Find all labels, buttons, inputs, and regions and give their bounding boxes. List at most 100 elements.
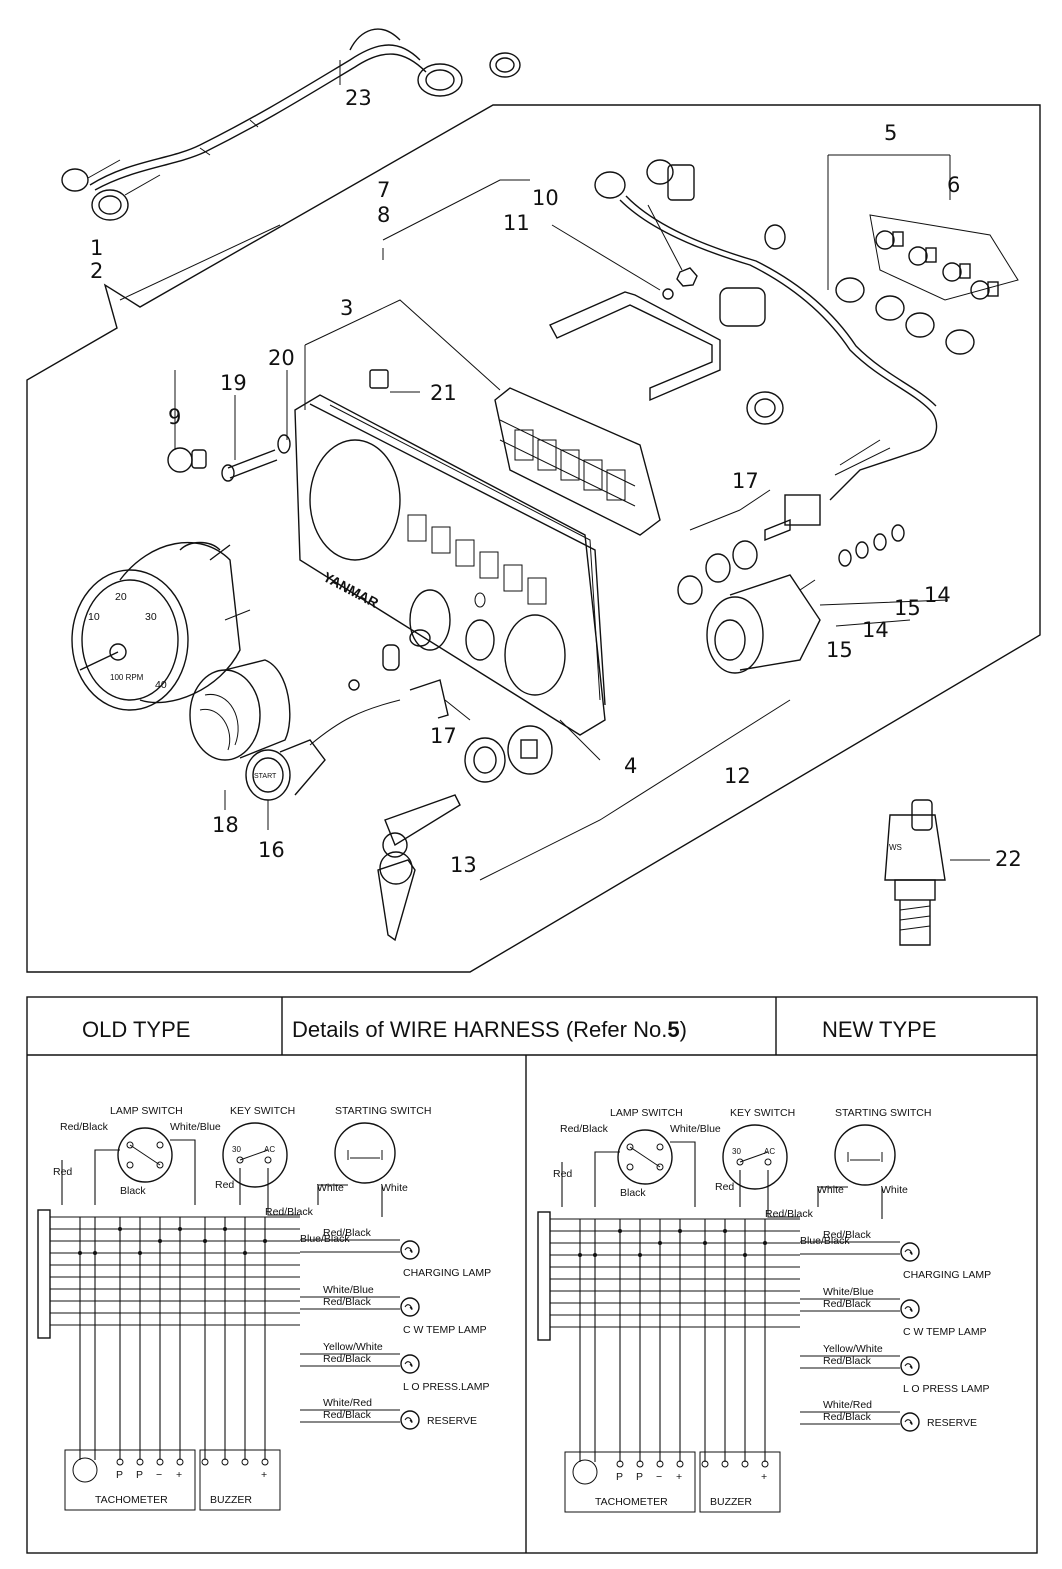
lamp-wire-label-b: Red/Black bbox=[823, 1355, 872, 1367]
lamp-filament bbox=[404, 1417, 413, 1423]
callout-21: 21 bbox=[430, 381, 457, 405]
buzzer-box bbox=[699, 1451, 781, 1513]
buzzer-terminal bbox=[201, 1458, 209, 1466]
lamp-switch-terminal bbox=[656, 1163, 664, 1171]
gauge-tick-40: 40 bbox=[155, 679, 167, 691]
buzzer-box bbox=[199, 1449, 281, 1511]
tachometer-terminal-label: − bbox=[656, 1471, 662, 1483]
junction-dot bbox=[638, 1253, 642, 1257]
temperature-sender-22: WS bbox=[884, 799, 946, 946]
callout-9: 9 bbox=[168, 405, 181, 429]
buzzer-label: BUZZER bbox=[210, 1494, 252, 1506]
callout-12: 12 bbox=[724, 764, 751, 788]
callout-18: 18 bbox=[212, 813, 239, 837]
lamp-name: L O PRESS.LAMP bbox=[403, 1381, 490, 1393]
junction-dot bbox=[223, 1227, 227, 1231]
lamp-wire-label-a: Yellow/White bbox=[323, 1341, 383, 1353]
keys-13 bbox=[377, 794, 461, 942]
junction-dot bbox=[658, 1241, 662, 1245]
callout-15-a: 15 bbox=[894, 596, 921, 620]
grommet-21 bbox=[369, 369, 389, 389]
switch-feed-wires bbox=[594, 1141, 883, 1219]
new-type-heading: NEW TYPE bbox=[822, 1017, 937, 1042]
washers-14-15 bbox=[838, 524, 905, 567]
junction-dot bbox=[723, 1229, 727, 1233]
wire-label-blue-black: Blue/Black bbox=[300, 1233, 350, 1245]
key-contact bbox=[739, 1151, 769, 1163]
indicator-lamp bbox=[400, 1410, 420, 1430]
details-heading: Details of WIRE HARNESS (Refer No.5) bbox=[292, 1017, 687, 1042]
indicator-lamp bbox=[900, 1242, 920, 1262]
junction-dot bbox=[703, 1241, 707, 1245]
key-switch-label: KEY SWITCH bbox=[230, 1105, 295, 1117]
wire-label-key-red: Red bbox=[215, 1179, 234, 1191]
callout-5: 5 bbox=[884, 121, 897, 145]
lamp-switch-terminal bbox=[156, 1141, 164, 1149]
indicator-lamp bbox=[400, 1297, 420, 1317]
callout-6: 6 bbox=[947, 173, 960, 197]
wire-label-key-red-black: Red/Black bbox=[265, 1206, 314, 1218]
key-label-ac: AC bbox=[764, 1147, 775, 1156]
buzzer-terminal bbox=[261, 1458, 269, 1466]
junction-dot bbox=[678, 1229, 682, 1233]
junction-dot bbox=[578, 1253, 582, 1257]
callout-15-b: 15 bbox=[826, 638, 853, 662]
key-label: START bbox=[254, 773, 277, 780]
screw-19 bbox=[221, 434, 291, 482]
buzzer-terminal bbox=[721, 1460, 729, 1468]
callout-13: 13 bbox=[450, 853, 477, 877]
lamp-wires bbox=[800, 1411, 900, 1425]
starting-switch-label: STARTING SWITCH bbox=[335, 1105, 431, 1117]
indicator-lamp bbox=[900, 1412, 920, 1432]
callout-10: 10 bbox=[532, 186, 559, 210]
buzzer-terminal bbox=[221, 1458, 229, 1466]
key-label-30: 30 bbox=[232, 1145, 241, 1154]
wire-label-red: Red bbox=[53, 1166, 72, 1178]
lamp-wire-label-b: Red/Black bbox=[823, 1298, 872, 1310]
gauge-tick-20: 20 bbox=[115, 591, 127, 603]
lamp-wire-label-a: White/Red bbox=[323, 1397, 372, 1409]
junction-dot bbox=[593, 1253, 597, 1257]
lamp-wire-label-b: Red/Black bbox=[823, 1411, 872, 1423]
lamp-wires bbox=[300, 1353, 400, 1367]
lamp-wires bbox=[800, 1298, 900, 1312]
callout-8: 8 bbox=[377, 203, 390, 227]
wire-label-white-2: White bbox=[881, 1184, 908, 1196]
junction-dot bbox=[203, 1239, 207, 1243]
key-label-30: 30 bbox=[732, 1147, 741, 1156]
tachometer-box bbox=[564, 1451, 696, 1513]
key-terminal-ac bbox=[764, 1158, 772, 1166]
lock-nuts bbox=[464, 725, 553, 783]
lamp-wire-label-a: White/Blue bbox=[323, 1284, 374, 1296]
junction-dot bbox=[158, 1239, 162, 1243]
tachometer-terminal bbox=[176, 1458, 184, 1466]
connector-strip bbox=[37, 1209, 51, 1339]
tachometer-terminal bbox=[116, 1458, 124, 1466]
lamp-switch-terminal bbox=[626, 1163, 634, 1171]
tachometer-label: TACHOMETER bbox=[595, 1496, 668, 1508]
callout-1: 1 bbox=[90, 236, 103, 260]
starting-switch-symbol bbox=[834, 1124, 896, 1186]
junction-dot bbox=[118, 1227, 122, 1231]
lamp-switch-terminal bbox=[126, 1161, 134, 1169]
wire-label-white-1: White bbox=[317, 1182, 344, 1194]
tachometer-box bbox=[64, 1449, 196, 1511]
lamp-switch-symbol bbox=[617, 1129, 673, 1185]
lamp-name: CHARGING LAMP bbox=[403, 1267, 491, 1279]
wire-harness-23 bbox=[61, 28, 521, 221]
buzzer-terminal bbox=[741, 1460, 749, 1468]
harness-5 bbox=[594, 159, 975, 501]
callout-16: 16 bbox=[258, 838, 285, 862]
lamp-wire-label-a: Red/Black bbox=[323, 1227, 372, 1239]
buzzer-terminal bbox=[761, 1460, 769, 1468]
lamp-switch-contact bbox=[129, 1144, 161, 1166]
lamp-wires bbox=[300, 1296, 400, 1310]
key-switch-16: START bbox=[245, 679, 401, 801]
callout-2: 2 bbox=[90, 259, 103, 283]
buzzer-label: BUZZER bbox=[710, 1496, 752, 1508]
wire-label-key-red-black: Red/Black bbox=[765, 1208, 814, 1220]
buzzer-terminal bbox=[241, 1458, 249, 1466]
key-contact bbox=[239, 1149, 269, 1161]
